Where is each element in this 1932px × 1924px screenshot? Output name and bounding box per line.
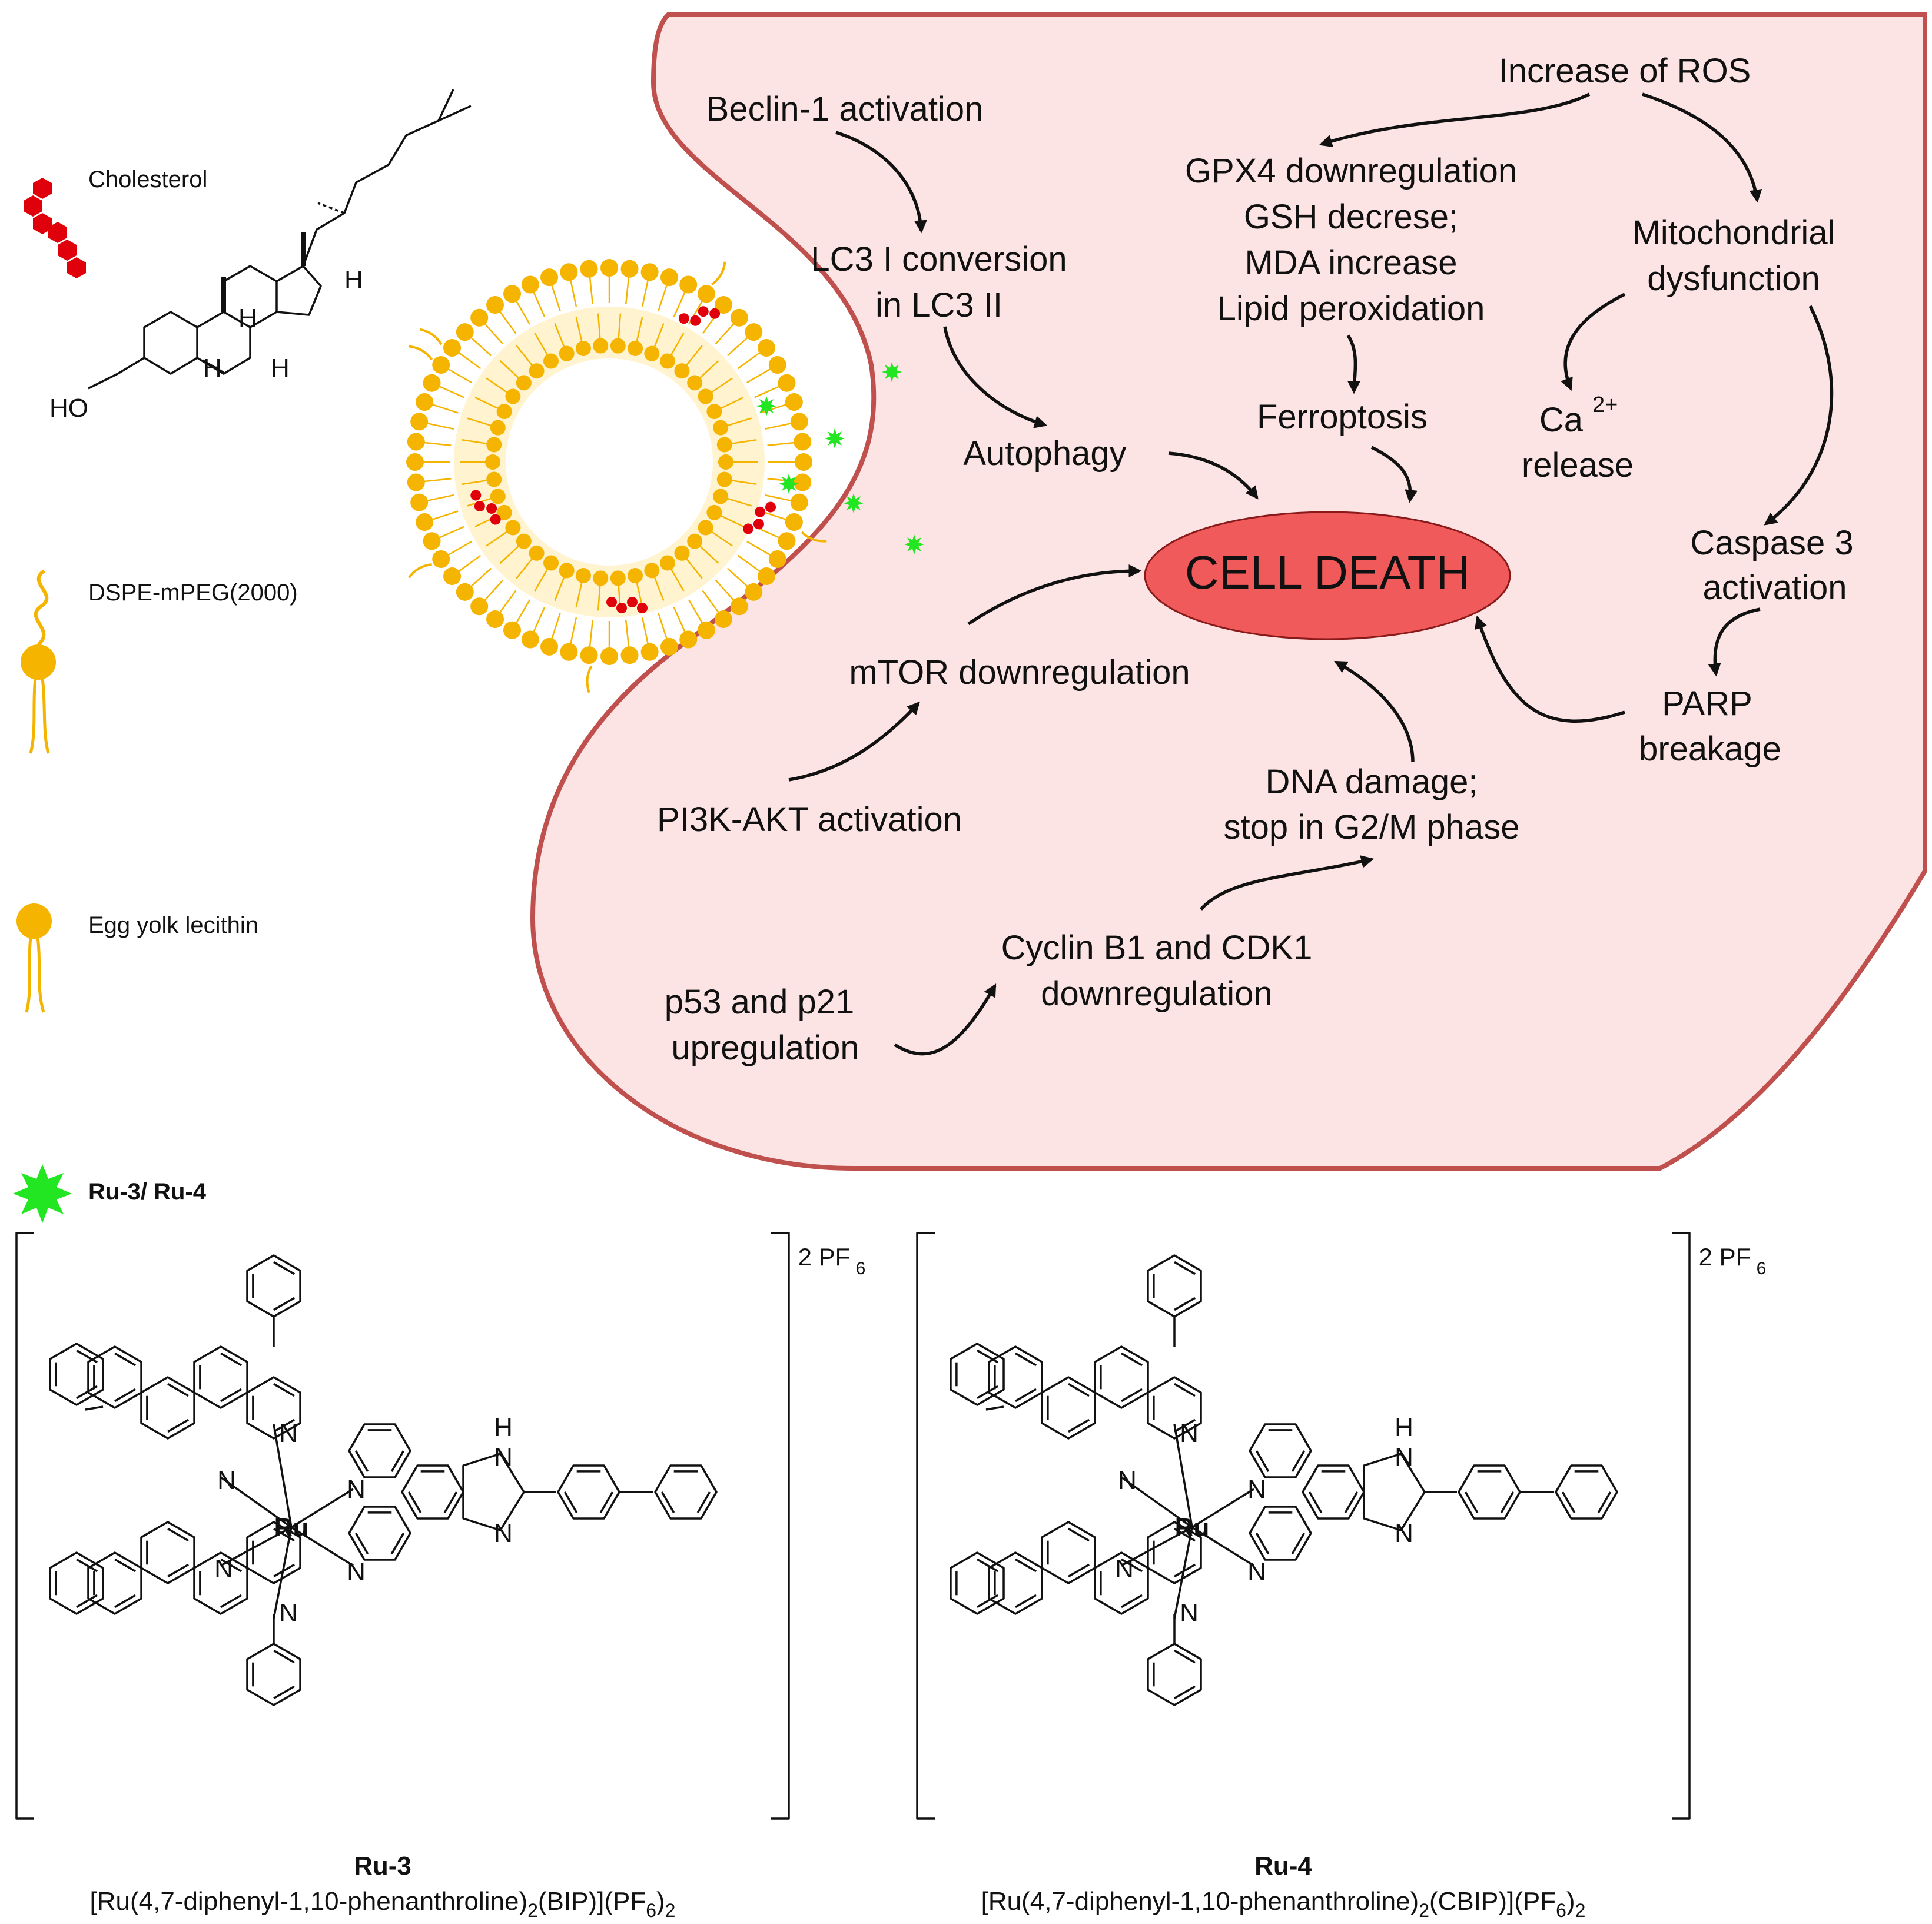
complex-label: Ru-4 [1254,1852,1312,1880]
label-ferroptosis: Ferroptosis [1257,398,1428,436]
legend-drug: Ru-3/ Ru-4 [88,1179,207,1205]
lecithin-icon [16,903,52,1013]
label-gsh: GSH decrese; [1244,198,1458,236]
cholesterol-h-3: H [203,354,222,383]
label-lipid: Lipid peroxidation [1217,290,1485,328]
label-cyclin-1: Cyclin B1 and CDK1 [1001,929,1313,967]
nitrogen: N [1247,1475,1266,1504]
label-pi3k: PI3K-AKT activation [657,800,962,839]
cholesterol-structure [88,89,472,390]
cholesterol-ho: HO [49,394,88,423]
cell-death-label: CELL DEATH [1185,546,1470,599]
nitrogen: N [1395,1443,1413,1471]
nitrogen: N [1395,1519,1413,1548]
cholesterol-icon [24,178,86,278]
label-gpx4: GPX4 downregulation [1185,152,1517,190]
label-mito-2: dysfunction [1647,260,1820,298]
label-caspase-2: activation [1702,569,1847,607]
bracket-right [1672,1232,1691,1820]
bracket-left [916,1232,935,1820]
nitrogen: N [279,1599,298,1627]
cholesterol-h-2: H [238,304,257,333]
label-lc3-2: in LC3 II [875,286,1002,324]
label-mtor: mTOR downregulation [849,653,1190,692]
drug-star-icon [13,1164,72,1223]
label-mda: MDA increase [1244,244,1457,282]
legend-lecithin: Egg yolk lecithin [88,912,258,938]
label-dna-1: DNA damage; [1265,763,1478,801]
liposome [406,259,924,693]
bracket-left [15,1232,34,1820]
legend-dspe: DSPE-mPEG(2000) [88,580,298,606]
ruthenium-atom: Ru [274,1513,309,1542]
complex-label: Ru-3 [354,1852,411,1880]
nitrogen: N [1115,1554,1134,1583]
label-p53-1: p53 and p21 [665,983,855,1021]
nitrogen: N [214,1554,233,1583]
label-parp-2: breakage [1639,730,1781,768]
counterion-subscript: 6 [1757,1259,1767,1278]
label-beclin: Beclin-1 activation [706,90,984,128]
cholesterol-h-4: H [271,354,290,383]
bracket-right [771,1232,790,1820]
counterion-subscript: 6 [856,1259,866,1278]
label-ca-superscript: 2+ [1592,393,1618,417]
label-ros: Increase of ROS [1499,52,1751,90]
counterion-label: 2 PF [798,1243,851,1271]
pathway-arrows [788,92,1834,1056]
counterion-label: 2 PF [1699,1243,1751,1271]
legend-cholesterol: Cholesterol [88,167,207,192]
label-caspase-1: Caspase 3 [1690,524,1853,562]
label-ca: Ca [1539,401,1584,439]
hydrogen: H [494,1413,513,1442]
complex-formula: [Ru(4,7-diphenyl-1,10-phenanthroline)2(B… [90,1887,676,1921]
nitrogen: N [1180,1419,1199,1448]
nitrogen: N [347,1475,366,1504]
nitrogen: N [494,1443,513,1471]
complex-formula: [Ru(4,7-diphenyl-1,10-phenanthroline)2(C… [981,1887,1586,1921]
hydrogen: H [1395,1413,1413,1442]
nitrogen: N [1180,1599,1199,1627]
ruthenium-atom: Ru [1175,1513,1210,1542]
label-p53-2: upregulation [671,1029,859,1067]
label-autophagy: Autophagy [963,434,1126,473]
nitrogen: N [494,1519,513,1548]
label-mito-1: Mitochondrial [1632,214,1835,252]
cell-death-node [1144,511,1511,640]
nitrogen: N [1118,1466,1137,1495]
label-cyclin-2: downregulation [1041,975,1272,1013]
label-dna-2: stop in G2/M phase [1224,808,1520,846]
dspe-mpeg-icon [21,569,56,754]
cholesterol-h-1: H [344,265,363,294]
nitrogen: N [217,1466,236,1495]
nitrogen: N [1247,1557,1266,1586]
label-release: release [1522,446,1634,484]
nitrogen: N [279,1419,298,1448]
label-lc3-1: LC3 I conversion [811,240,1067,278]
label-parp-1: PARP [1662,684,1752,723]
nitrogen: N [347,1557,366,1586]
